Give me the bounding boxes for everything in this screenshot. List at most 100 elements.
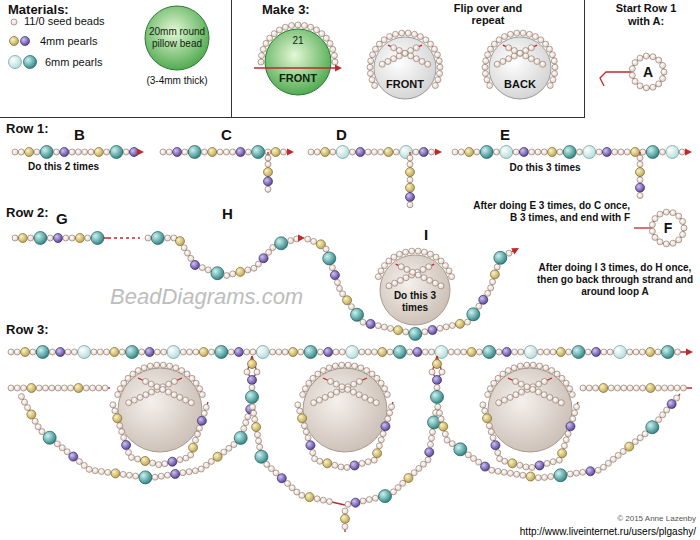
seed-bead [523,48,529,54]
seed-bead [538,37,544,43]
thread [297,402,393,468]
seed-bead [314,27,320,33]
seed-bead [128,454,134,460]
seed-bead [526,31,532,37]
purple-pearl [168,457,177,466]
gold-pearl [455,319,464,328]
seed-bead [385,58,391,64]
thread [118,365,203,395]
seed-bead [517,50,523,56]
teal-pearl [126,346,139,359]
seed-bead [431,46,437,52]
gold-pearl [526,472,535,481]
node-shape [488,36,552,100]
seed-bead [541,379,547,385]
seed-bead [552,64,558,70]
seed-bead [297,408,303,414]
seed-bead [446,268,452,274]
seed-bead [655,349,661,355]
seed-bead [28,235,34,241]
seed-bead [649,222,655,228]
seed-bead [328,379,334,385]
light-pearl [346,346,359,359]
light-pearl [167,346,180,359]
seed-bead [675,349,681,355]
seed-bead [551,58,557,64]
seed-bead [315,371,321,377]
seed-bead [197,386,203,392]
seed-bead [580,469,586,475]
seed-bead [203,404,209,410]
teal-pearl [480,146,493,159]
seed-bead [359,349,365,355]
seed-bead [188,255,194,261]
seed-bead [150,460,156,466]
seed-bead [408,48,414,54]
seed-bead [643,85,649,91]
purple-pearl [519,148,528,157]
pillow-bead [118,368,202,452]
step-letter: G [56,210,68,228]
seed-bead [139,349,145,355]
gold-pearl [406,183,415,192]
seed-bead [650,84,656,90]
seed-bead [83,385,89,391]
teal-pearl [215,346,228,359]
seed-bead [513,392,519,398]
seed-bead [637,155,643,161]
seed-bead [491,380,497,386]
seed-bead [398,264,404,270]
seed-bead [193,437,199,443]
seed-bead [608,385,614,391]
seed-bead [681,225,687,231]
seed-bead [154,384,160,390]
seed-bead [348,304,354,310]
bead-outline [265,29,331,95]
seed-bead [506,56,512,62]
seed-bead [202,149,208,155]
seed-bead [490,435,496,441]
purple-pearl [502,348,511,357]
seed-bead [365,459,371,465]
seed-bead [632,78,638,84]
seed-bead [137,394,143,400]
thread [632,56,664,88]
seed-bead [98,469,104,475]
seed-bead [302,386,308,392]
seed-bead [183,397,189,403]
seed-bead [452,149,458,155]
gold-pearl [465,148,474,157]
seed-bead [358,365,364,371]
pillow-bead-back: BACK [488,36,552,100]
seed-bead [437,325,443,331]
seed-bead [345,501,351,507]
seed-bead [301,423,307,429]
copyright: © 2015 Anne Lazenby [556,514,696,524]
purple-pearl [324,348,333,357]
pillow-bead [488,368,572,452]
source-url: http://www.liveinternet.ru/users/plgashy… [436,526,696,538]
seed-bead [352,363,358,369]
seed-bead [624,149,630,155]
seed-bead [393,31,399,37]
seed-bead [438,283,444,289]
seed-bead [368,58,374,64]
thread [488,365,573,395]
seed-bead [162,461,168,467]
thread-arrow [335,65,342,72]
seed-bead [540,61,546,67]
seed-bead [501,397,507,403]
seed-bead [532,34,538,40]
seed-bead [305,435,311,441]
seed-bead [194,431,200,437]
seed-bead [637,435,643,441]
seed-bead [186,469,192,475]
seed-bead [160,362,166,368]
seed-bead [303,429,309,435]
seed-bead [494,61,500,67]
seed-bead [501,469,507,475]
seed-bead [482,408,488,414]
seed-bead [496,37,502,43]
seed-bead [260,46,266,52]
